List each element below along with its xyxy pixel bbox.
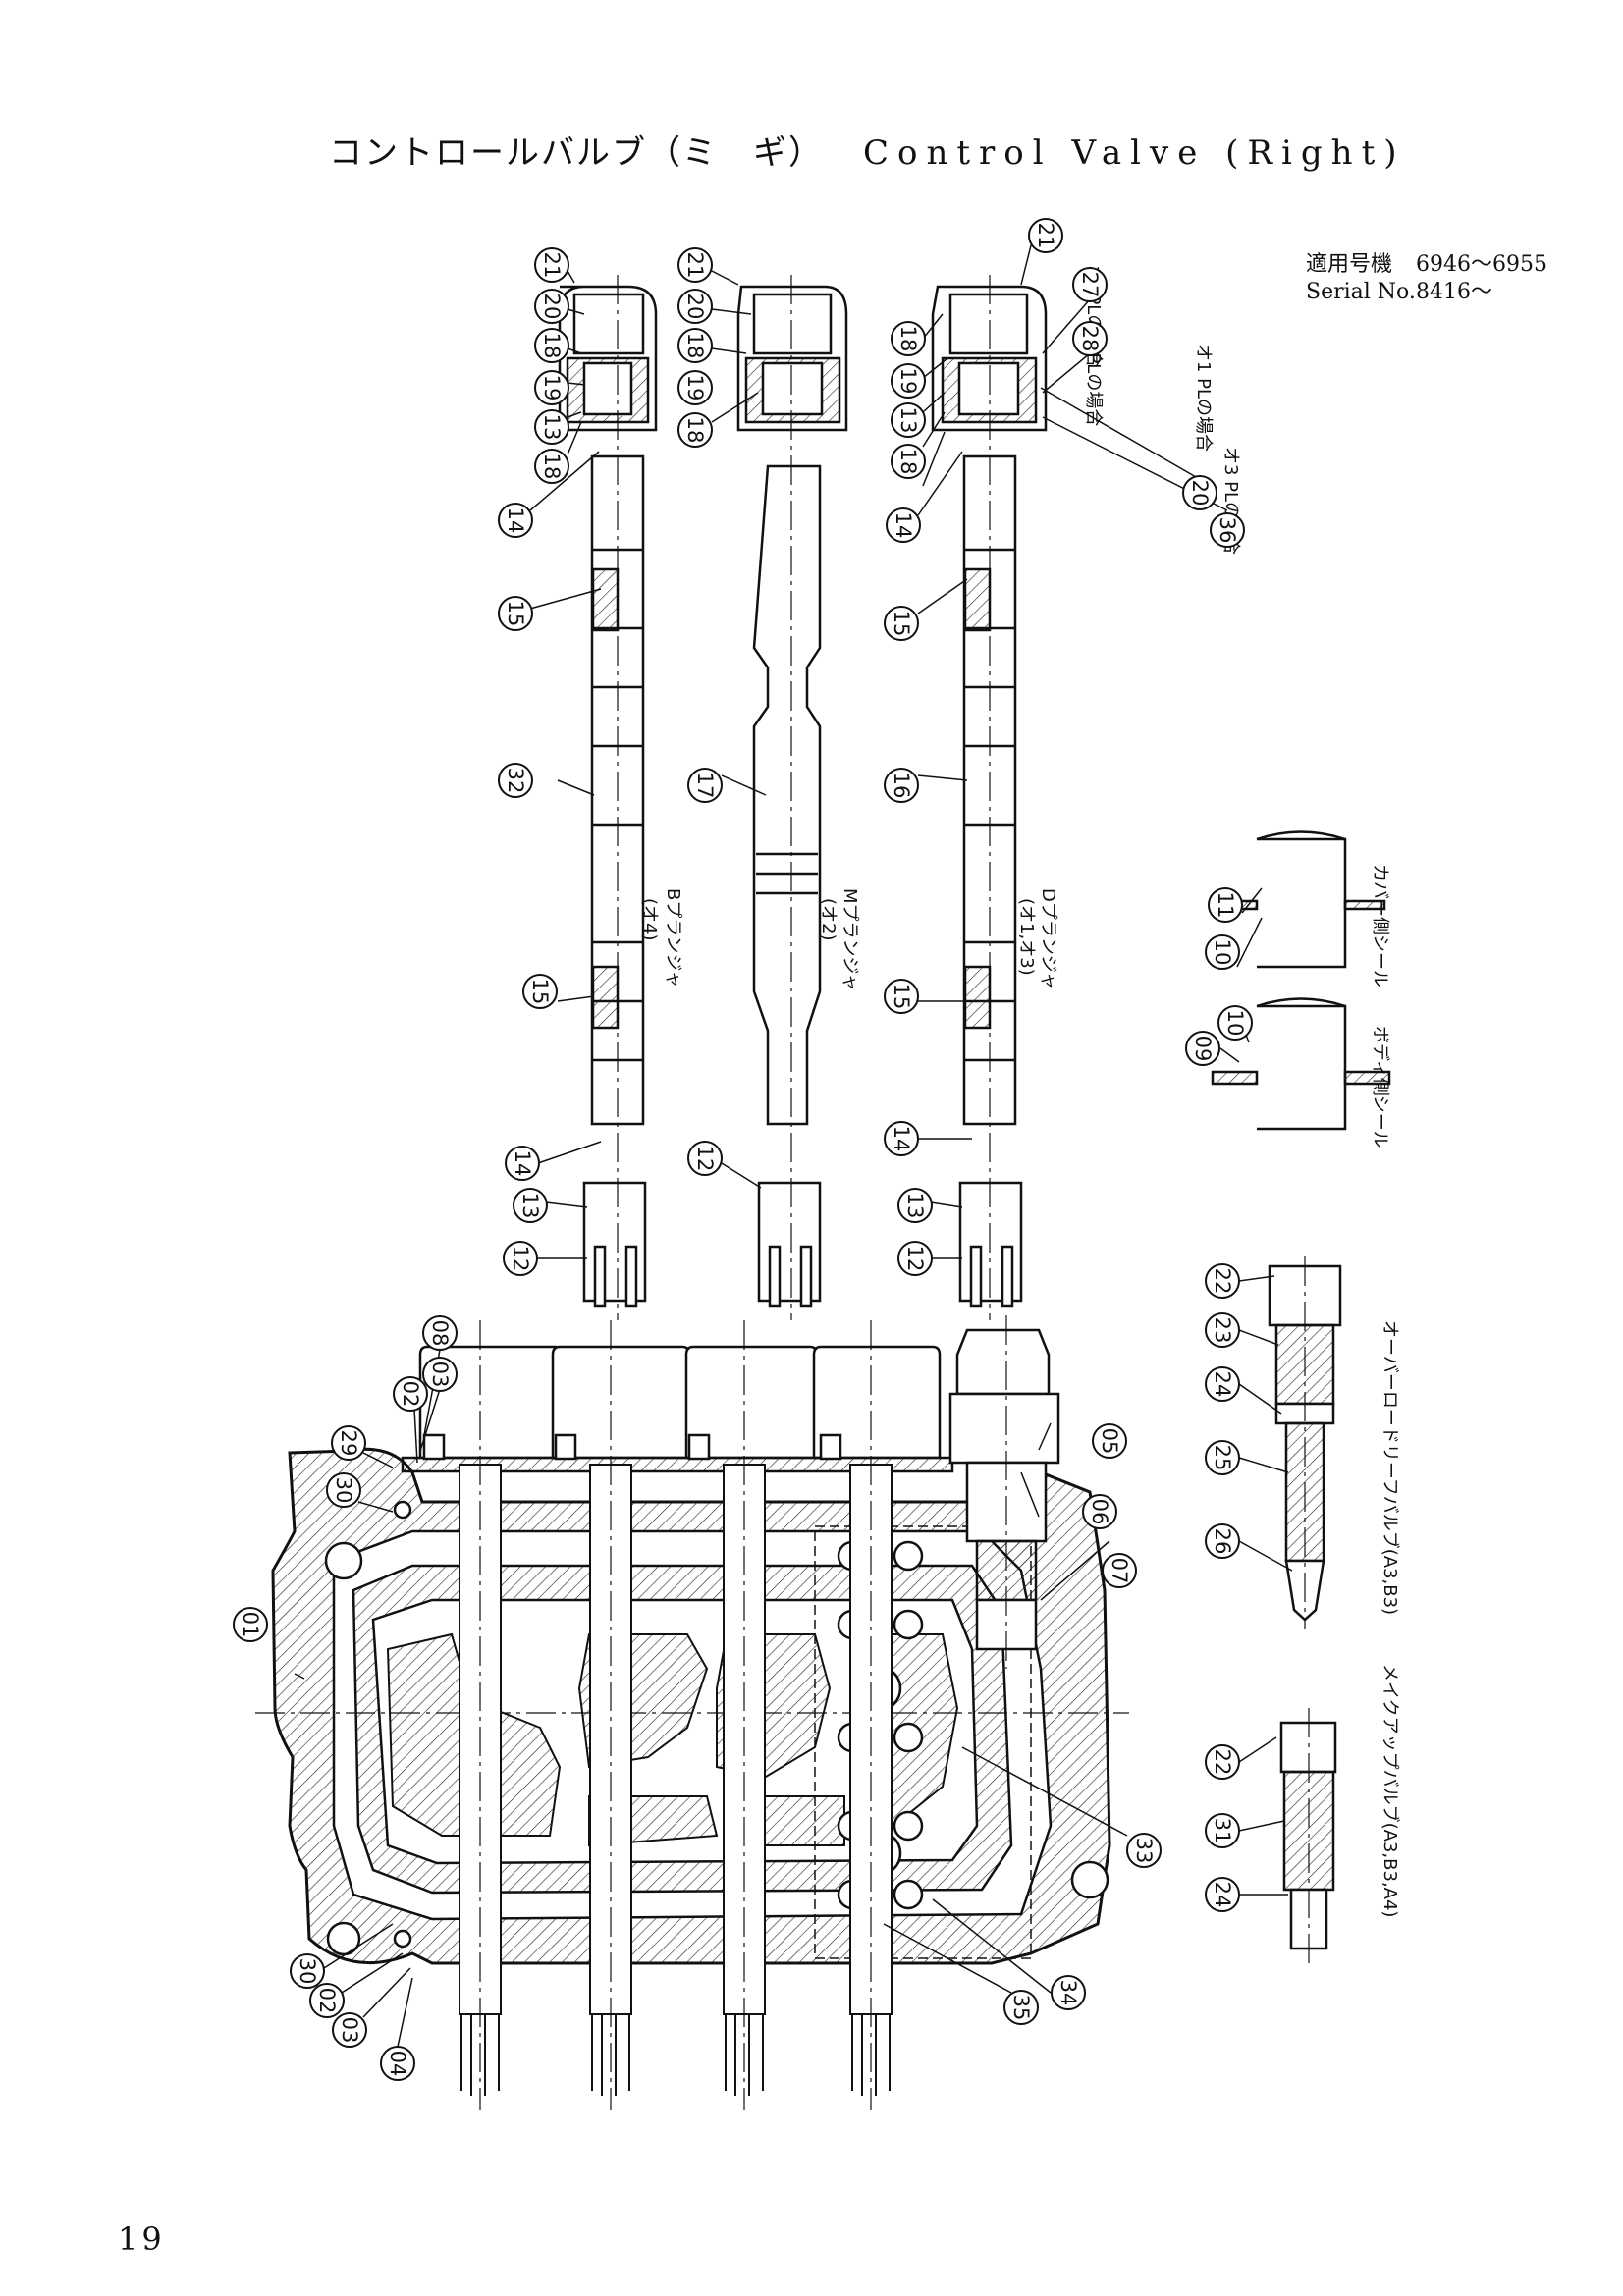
plunger-b-label: Bプランジャ (663, 888, 683, 988)
callout-32: 32 (504, 768, 527, 794)
plunger-b-note: (オ4) (639, 898, 660, 941)
callout-circles (233, 218, 1253, 2081)
callout-numbers: 21 20 18 19 13 18 14 15 32 15 14 13 12 21 20 18 19 18 17 12… (239, 223, 1247, 2077)
callout-10: 10 (1211, 939, 1234, 966)
callout-14: 14 (890, 1126, 913, 1152)
callout-14: 14 (511, 1150, 534, 1177)
serial-applicability: 適用号機 6946〜6955 Serial No.8416〜 (1306, 251, 1547, 306)
title-english: Control Valve (Right) (863, 133, 1406, 173)
plunger-d-note: (オ1,オ3) (1016, 898, 1037, 976)
callout-34: 34 (1056, 1980, 1080, 2006)
callout-30: 30 (296, 1958, 319, 1985)
callout-20: 20 (1188, 480, 1212, 507)
callout-02: 02 (399, 1381, 422, 1408)
plunger-m-exploded (736, 275, 848, 1320)
page-title: コントロールバルブ（ミ ギ） Control Valve (Right) (329, 126, 1406, 174)
callout-12: 12 (903, 1246, 927, 1272)
callout-15: 15 (504, 601, 527, 627)
callout-09: 09 (1191, 1036, 1215, 1062)
spools-in-body (459, 1320, 893, 2110)
serial-range-2: 8416〜 (1416, 280, 1492, 304)
overload-valve-label: オーバーロードリーフバルブ(A3,B3) (1380, 1320, 1401, 1615)
callout-26: 26 (1211, 1528, 1234, 1555)
callout-13: 13 (518, 1193, 542, 1219)
callout-13: 13 (903, 1193, 927, 1219)
seal-label-cover: カバー側シール (1370, 864, 1390, 988)
overload-relief-valve-detail (1268, 1256, 1342, 1629)
callout-17: 17 (693, 773, 717, 799)
callout-21: 21 (683, 252, 707, 279)
callout-27: 27 (1078, 272, 1102, 298)
page-number: 19 (118, 2220, 166, 2258)
callout-01: 01 (239, 1612, 262, 1638)
callout-16: 16 (890, 773, 913, 799)
callout-18: 18 (540, 333, 564, 359)
plunger-caps (401, 1345, 954, 1473)
plunger-d-label: Dプランジャ (1038, 888, 1058, 989)
callout-10: 10 (1223, 1010, 1247, 1037)
makeup-valve-detail (1279, 1708, 1337, 1963)
callout-15: 15 (528, 979, 552, 1005)
relief-valve-assembly (948, 1315, 1060, 1669)
callout-28: 28 (1078, 326, 1102, 352)
serial-label-en: Serial No. (1306, 280, 1416, 304)
callout-19: 19 (896, 368, 920, 395)
callout-08: 08 (428, 1320, 452, 1347)
callout-22: 22 (1211, 1268, 1234, 1295)
callout-20: 20 (540, 294, 564, 320)
callout-15: 15 (890, 611, 913, 637)
callout-31: 31 (1211, 1818, 1234, 1844)
callout-12: 12 (509, 1246, 532, 1272)
callout-07: 07 (1108, 1558, 1131, 1584)
callout-13: 13 (540, 414, 564, 441)
plunger-m-label: Mプランジャ (839, 888, 860, 991)
callout-18: 18 (683, 333, 707, 359)
callout-02: 02 (315, 1988, 339, 2014)
seal-label-body: ボディ側シール (1370, 1026, 1390, 1148)
callout-11: 11 (1214, 892, 1237, 919)
callout-21: 21 (1034, 223, 1057, 249)
plunger-d-exploded (931, 275, 1048, 1320)
callout-22: 22 (1211, 1749, 1234, 1776)
callout-21: 21 (540, 252, 564, 279)
callout-14: 14 (892, 512, 915, 539)
callout-18: 18 (896, 449, 920, 475)
callout-13: 13 (896, 407, 920, 434)
callout-35: 35 (1009, 1995, 1033, 2021)
callout-03: 03 (338, 2017, 361, 2044)
plunger-b-exploded (558, 275, 658, 1320)
callout-19: 19 (540, 375, 564, 401)
callout-24: 24 (1211, 1882, 1234, 1908)
note-20: オ1 PLの場合 (1193, 344, 1214, 452)
plunger-m-note: (オ2) (818, 898, 839, 941)
serial-label-jp: 適用号機 (1306, 252, 1393, 277)
callout-06: 06 (1088, 1499, 1111, 1525)
callout-14: 14 (504, 507, 527, 534)
callout-15: 15 (890, 984, 913, 1010)
callout-04: 04 (386, 2051, 409, 2077)
callout-36: 36 (1216, 517, 1239, 544)
callout-20: 20 (683, 294, 707, 320)
callout-29: 29 (337, 1430, 360, 1457)
callout-03: 03 (428, 1362, 452, 1388)
callout-12: 12 (693, 1146, 717, 1172)
callout-18: 18 (683, 417, 707, 444)
callout-33: 33 (1132, 1838, 1156, 1864)
seal-details (1211, 830, 1391, 1131)
callout-23: 23 (1211, 1317, 1234, 1344)
callout-30: 30 (332, 1477, 355, 1504)
callout-25: 25 (1211, 1445, 1234, 1471)
callout-group (233, 218, 1293, 2081)
callout-18: 18 (896, 326, 920, 352)
serial-range-1: 6946〜6955 (1416, 252, 1547, 277)
callout-05: 05 (1098, 1428, 1121, 1455)
callout-24: 24 (1211, 1371, 1234, 1398)
makeup-valve-label: メイクアップバルブ(A3,B3,A4) (1380, 1664, 1401, 1917)
title-japanese: コントロールバルブ（ミ ギ） (329, 133, 824, 173)
callout-18: 18 (540, 454, 564, 480)
callout-19: 19 (683, 375, 707, 401)
